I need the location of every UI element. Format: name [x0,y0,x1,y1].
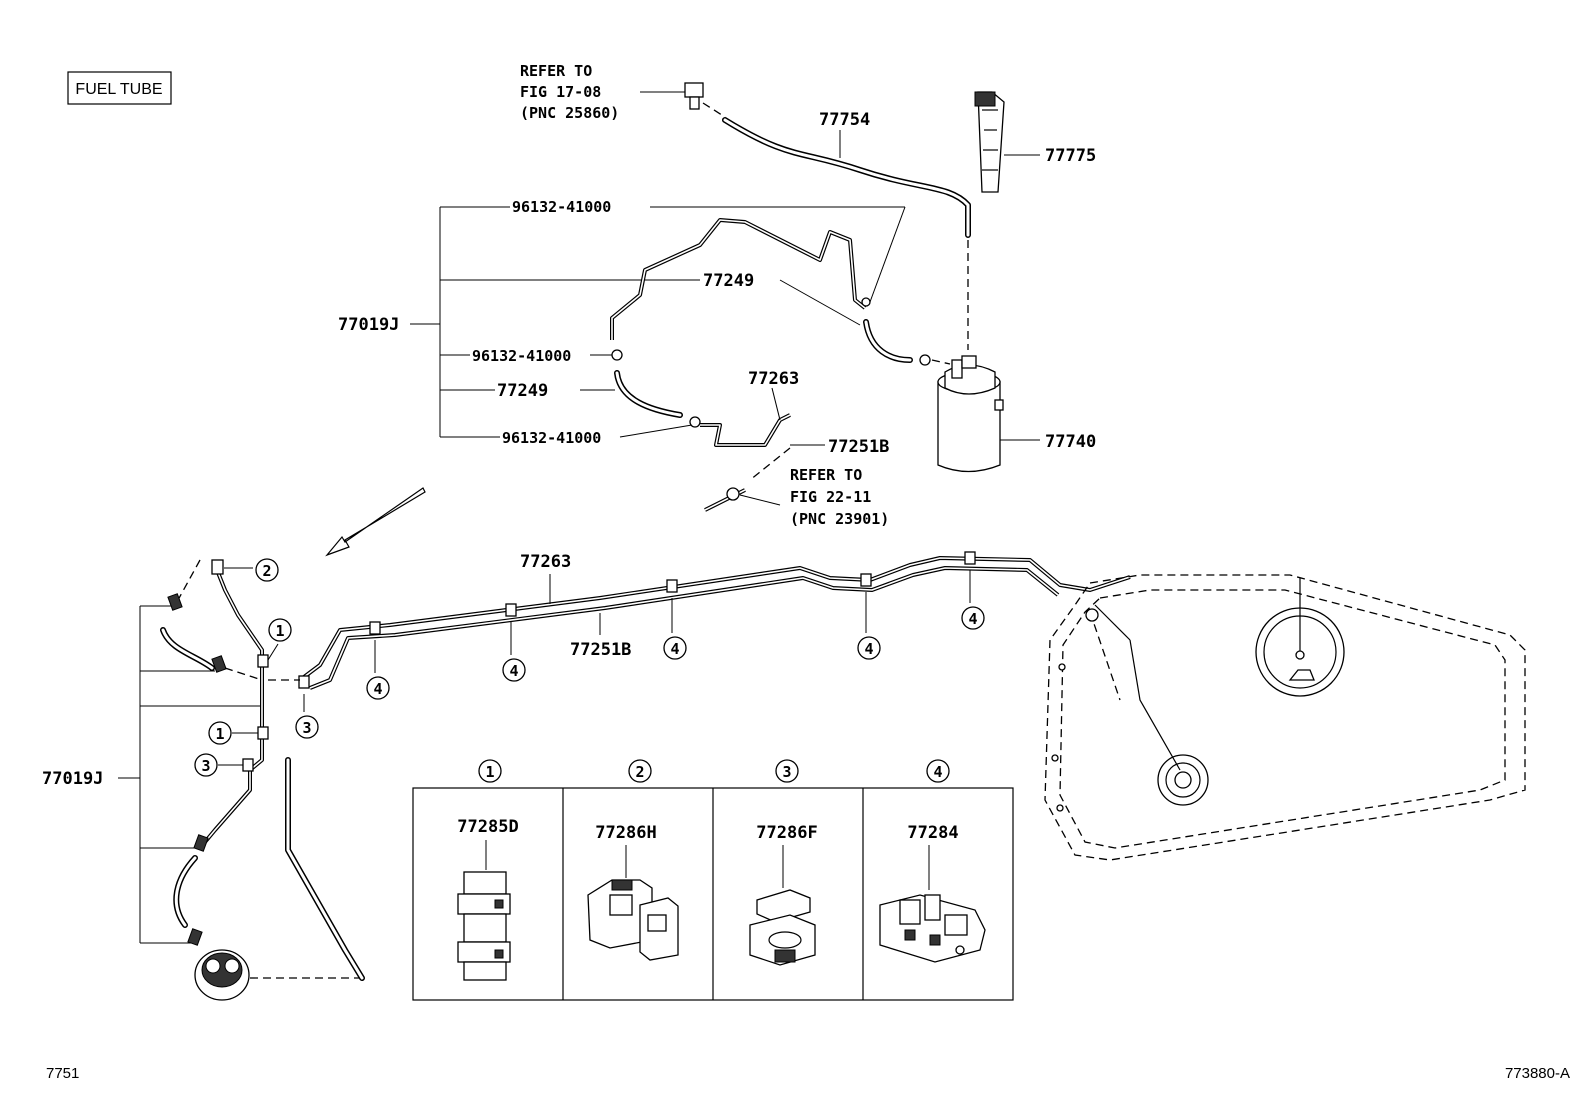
svg-text:FIG 17-08: FIG 17-08 [520,83,601,101]
footer-right-code: 773880-A [1505,1065,1570,1082]
label-77263-top: 77263 [748,369,799,389]
legend-part-77284: 77284 [907,823,958,843]
svg-text:2: 2 [635,763,644,781]
svg-text:FIG 22-11: FIG 22-11 [790,488,871,506]
svg-text:3: 3 [782,763,791,781]
label-77019J-left: 77019J [42,769,103,789]
title-text: FUEL TUBE [75,81,162,98]
svg-text:4: 4 [670,640,679,658]
filler-cap [194,949,250,1001]
svg-text:REFER TO: REFER TO [790,466,862,484]
svg-text:REFER TO: REFER TO [520,62,592,80]
hose-77754 [722,117,971,238]
svg-text:1: 1 [215,725,224,743]
svg-text:1: 1 [275,622,284,640]
fuel-tank [1044,574,1526,861]
bracket-77019J-top [410,206,906,438]
svg-text:(PNC 23901): (PNC 23901) [790,510,889,528]
label-77754: 77754 [819,110,870,130]
svg-text:4: 4 [509,662,518,680]
canister-77740 [937,355,1004,473]
svg-text:1: 1 [485,763,494,781]
label-77251B-main: 77251B [570,640,631,660]
refer-note-a: REFER TO FIG 17-08 (PNC 25860) [520,62,619,122]
svg-text:4: 4 [968,610,977,628]
label-77019J-top: 77019J [338,315,399,335]
main-pipe-77263 [298,556,1131,682]
footer-left-code: 7751 [46,1065,79,1082]
label-96132-bot: 96132-41000 [502,429,601,447]
part-77775 [974,91,1005,193]
clamp-77286F-icon [749,889,816,966]
label-96132-top: 96132-41000 [512,198,611,216]
clamp-callouts: 4 4 4 4 4 3 [295,551,985,739]
label-77740: 77740 [1045,432,1096,452]
svg-text:2: 2 [262,562,271,580]
vent-connector [684,82,704,110]
label-77249-top: 77249 [703,271,754,291]
clamp-legend-table: 1 2 3 4 77285D 77286H 77286F 77284 [412,759,1014,1001]
svg-text:4: 4 [864,640,873,658]
clamp-77284-icon [879,894,986,963]
title-box: FUEL TUBE [67,71,172,105]
clamp-77285D-icon [457,871,511,981]
svg-text:3: 3 [201,757,210,775]
legend-part-77286F: 77286F [756,823,817,843]
label-77263-main: 77263 [520,552,571,572]
svg-text:4: 4 [933,763,942,781]
svg-text:3: 3 [302,719,311,737]
refer-note-b: REFER TO FIG 22-11 (PNC 23901) [790,466,889,528]
svg-text:4: 4 [373,680,382,698]
legend-part-77286H: 77286H [595,823,656,843]
label-77775: 77775 [1045,146,1096,166]
label-77251B-top: 77251B [828,437,889,457]
label-96132-mid: 96132-41000 [472,347,571,365]
label-77249-mid: 77249 [497,381,548,401]
svg-text:(PNC 25860): (PNC 25860) [520,104,619,122]
clamp-77286H-icon [587,879,679,961]
legend-part-77285D: 77285D [457,817,518,837]
direction-arrow [325,487,426,557]
bracket-77019J-left [118,605,263,944]
